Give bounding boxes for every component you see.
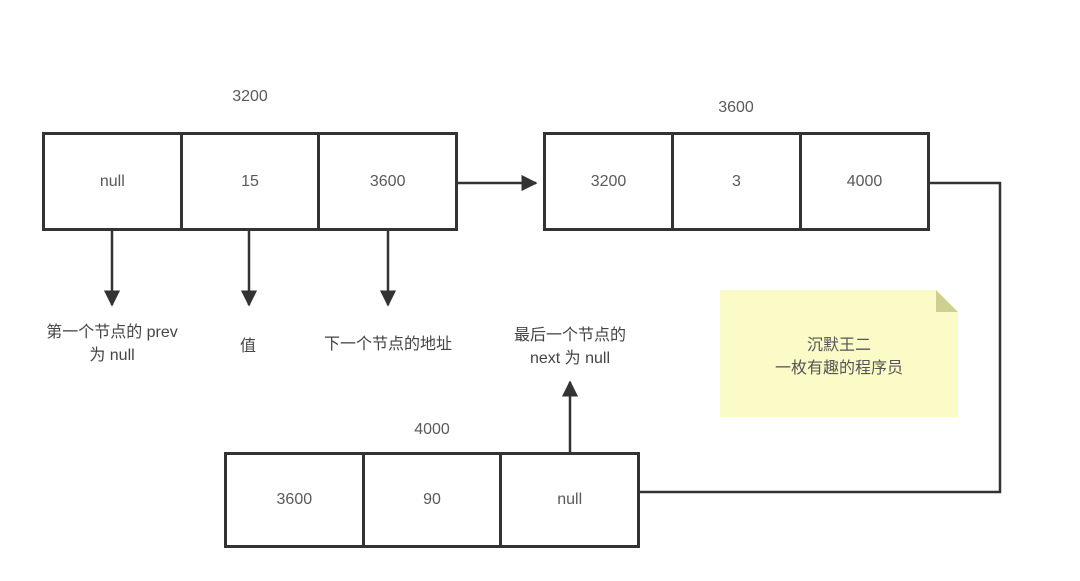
node3-prev-cell: 3600	[227, 455, 365, 545]
value-annotation-label: 值	[239, 338, 257, 355]
node-3200: null 15 3600	[42, 132, 458, 231]
sticky-note-line2: 一枚有趣的程序员	[774, 360, 903, 377]
last-next-annotation-line2: next 为 null	[529, 350, 611, 367]
sticky-note-line1: 沉默王二	[806, 337, 871, 354]
sticky-note-shape	[720, 290, 958, 417]
node2-prev-cell: 3200	[546, 135, 674, 228]
node-3600: 3200 3 4000	[543, 132, 930, 231]
sticky-note-text: 沉默王二 一枚有趣的程序员	[720, 334, 958, 380]
node-4000: 3600 90 null	[224, 452, 640, 548]
node1-next-cell: 3600	[369, 172, 406, 190]
last-next-annotation-label: 最后一个节点的 next 为 null	[514, 324, 626, 370]
node1-prev-cell: null	[45, 135, 183, 228]
sticky-note: 沉默王二 一枚有趣的程序员	[720, 290, 958, 417]
sticky-note-fold	[936, 290, 958, 312]
node2-value-cell: 3	[674, 135, 802, 228]
first-prev-annotation-label: 第一个节点的 prev 为 null	[46, 321, 178, 367]
node3-next-cell: null	[557, 491, 583, 508]
next-address-annotation-label: 下一个节点的地址	[323, 336, 453, 353]
node1-address-label: 3200	[232, 88, 268, 105]
node1-value-cell: 15	[183, 135, 321, 228]
first-prev-annotation-line1: 第一个节点的 prev	[46, 324, 178, 341]
first-prev-annotation-line2: 为 null	[89, 347, 135, 364]
last-next-annotation-line1: 最后一个节点的	[513, 327, 627, 344]
node2-next-cell: 4000	[846, 172, 883, 190]
node2-address-label: 3600	[718, 99, 754, 116]
node3-value-cell: 90	[365, 455, 503, 545]
node3-address-label: 4000	[414, 421, 450, 438]
